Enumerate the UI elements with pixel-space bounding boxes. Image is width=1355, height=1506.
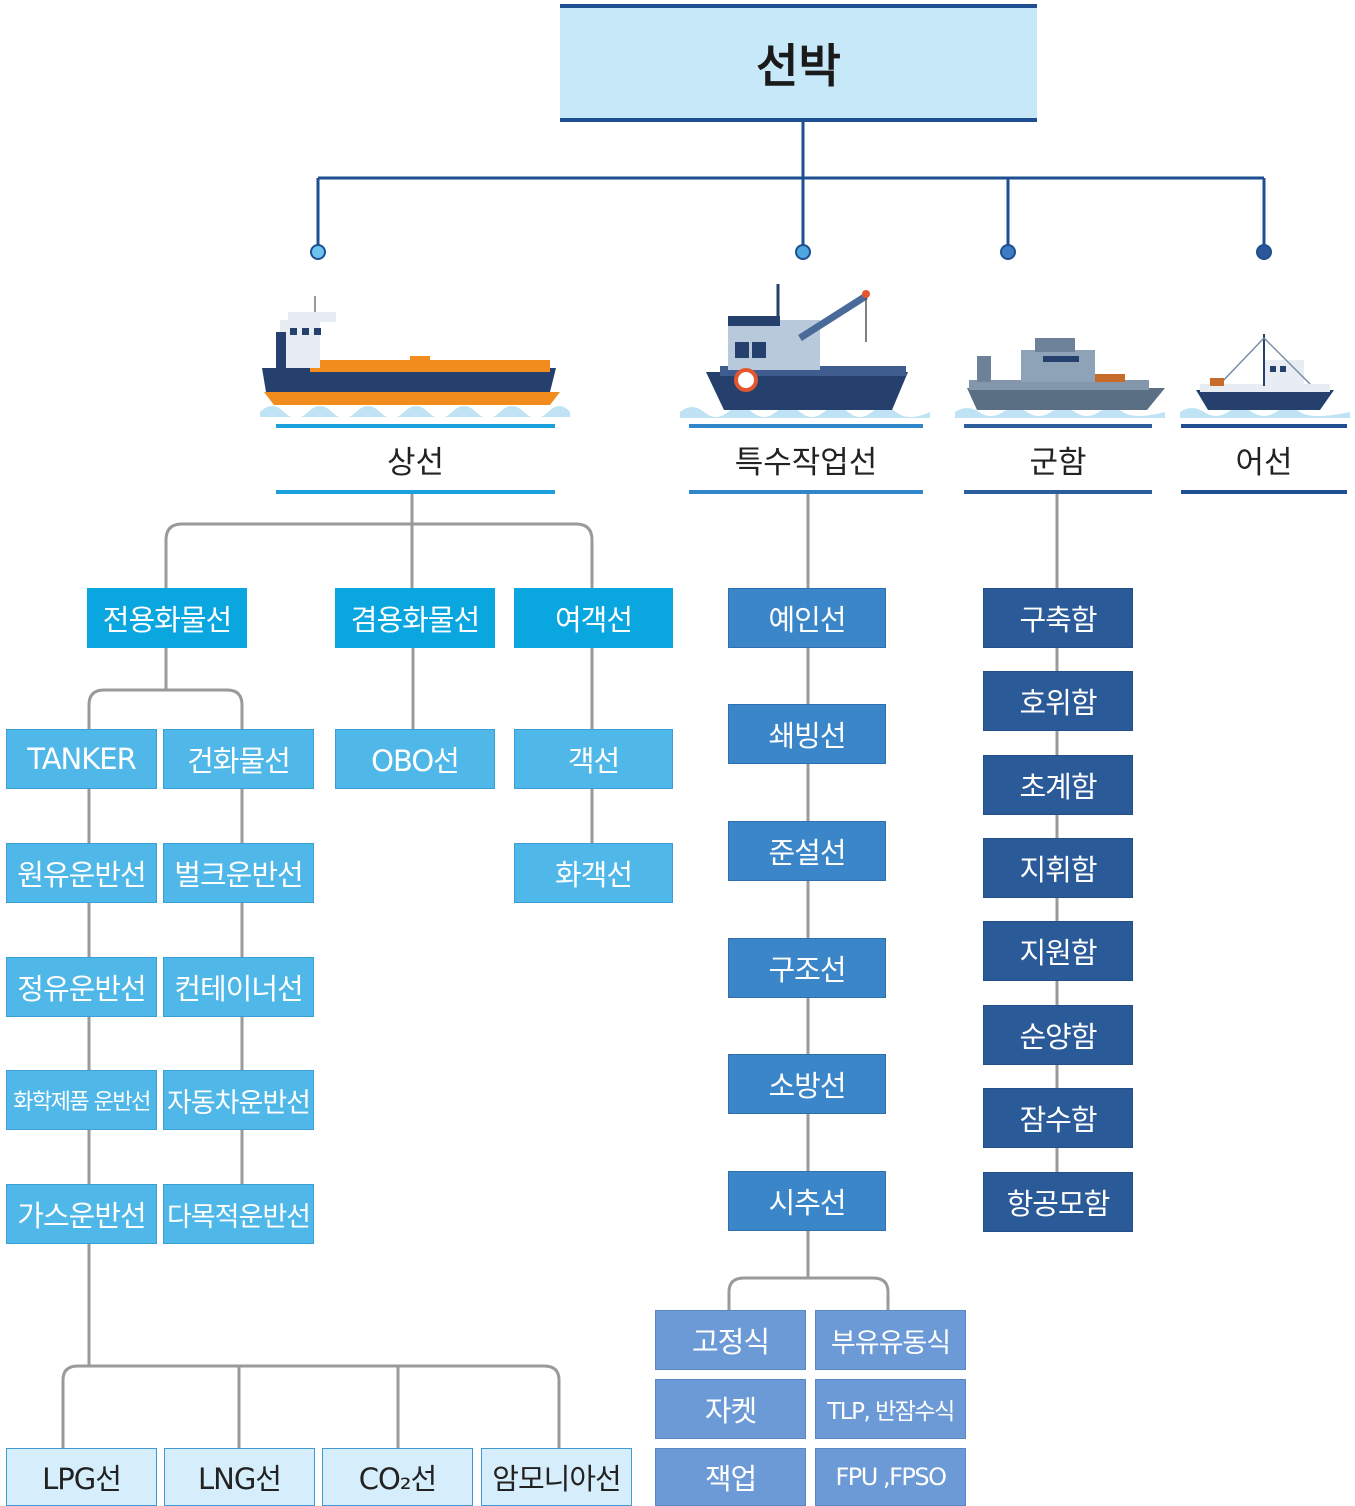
fireboat-box: 소방선: [728, 1054, 886, 1114]
lpg-carrier-box: LPG선: [6, 1448, 157, 1506]
crane-workboat-icon: [680, 284, 930, 418]
tanker-box: TANKER: [6, 729, 157, 789]
drillship-box: 시추선: [728, 1171, 886, 1231]
combined-cargo-box: 겸용화물선: [335, 588, 495, 648]
multipurpose-carrier-box: 다목적운반선: [163, 1184, 314, 1244]
cargo-ship-icon: [260, 296, 570, 417]
support-ship-box: 지원함: [983, 921, 1133, 981]
obo-box: OBO선: [335, 729, 495, 789]
ammonia-carrier-box: 암모니아선: [481, 1448, 632, 1506]
gas-carrier-box: 가스운반선: [6, 1184, 157, 1244]
tugboat-box: 예인선: [728, 588, 886, 648]
destroyer-box: 구축함: [983, 588, 1133, 648]
chemical-tanker-box: 화학제품 운반선: [6, 1070, 157, 1130]
dedicated-cargo-box: 전용화물선: [87, 588, 247, 648]
dredger-box: 준설선: [728, 821, 886, 881]
product-tanker-box: 정유운반선: [6, 957, 157, 1017]
category-merchant: 상선: [276, 424, 555, 494]
category-fishing: 어선: [1181, 424, 1347, 494]
fixed-type-box: 고정식: [655, 1310, 806, 1370]
lng-carrier-box: LNG선: [164, 1448, 315, 1506]
icebreaker-box: 쇄빙선: [728, 704, 886, 764]
rescue-ship-box: 구조선: [728, 938, 886, 998]
container-ship-box: 컨테이너선: [163, 957, 314, 1017]
category-special: 특수작업선: [689, 424, 923, 494]
warship-icon: [955, 338, 1165, 418]
bulk-carrier-box: 벌크운반선: [163, 843, 314, 903]
passenger-only-box: 객선: [514, 729, 673, 789]
tlp-semisub-box: TLP, 반잠수식: [815, 1379, 966, 1439]
car-carrier-box: 자동차운반선: [163, 1070, 314, 1130]
aircraft-carrier-box: 항공모함: [983, 1172, 1133, 1232]
jackup-box: 잭업: [655, 1448, 806, 1506]
fishing-boat-icon: [1180, 334, 1350, 418]
floating-type-box: 부유유동식: [815, 1310, 966, 1370]
cruiser-box: 순양함: [983, 1005, 1133, 1065]
frigate-box: 호위함: [983, 671, 1133, 731]
corvette-box: 초계함: [983, 755, 1133, 815]
submarine-box: 잠수함: [983, 1088, 1133, 1148]
category-naval: 군함: [964, 424, 1152, 494]
co2-carrier-box: CO₂선: [322, 1448, 473, 1506]
fpu-fpso-box: FPU ,FPSO: [815, 1448, 966, 1506]
command-ship-box: 지휘함: [983, 838, 1133, 898]
crude-oil-carrier-box: 원유운반선: [6, 843, 157, 903]
ro-pax-box: 화객선: [514, 843, 673, 903]
dry-cargo-box: 건화물선: [163, 729, 314, 789]
root-title: 선박: [560, 4, 1037, 122]
passenger-ship-box: 여객선: [514, 588, 673, 648]
jacket-box: 자켓: [655, 1379, 806, 1439]
